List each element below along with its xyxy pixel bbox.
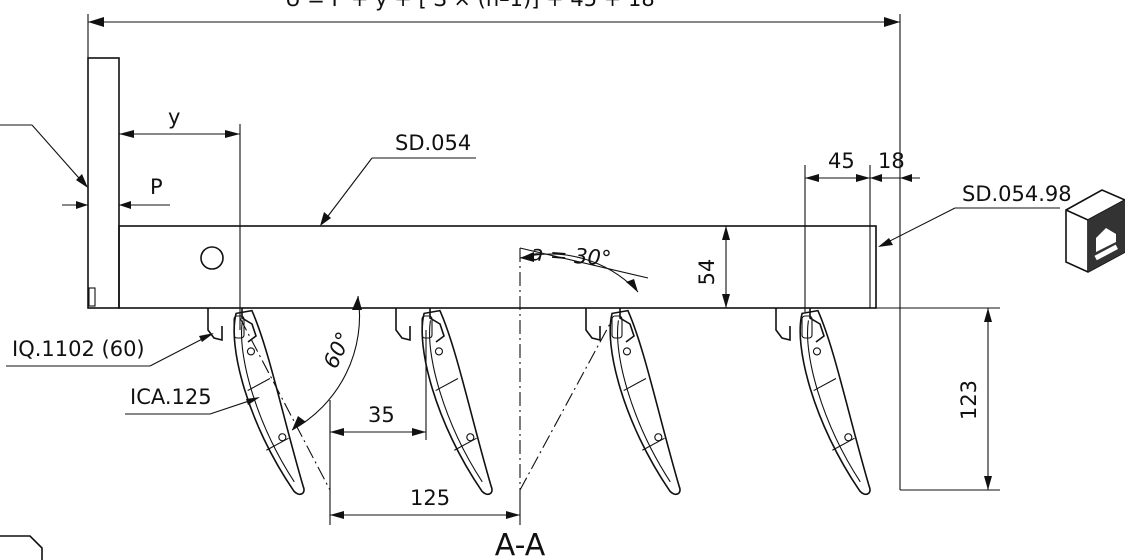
dim-123-label: 123 [957,380,981,420]
sd054-label: SD.054 [395,131,471,155]
angle-a-label: a = 30° [530,241,613,271]
dim-p-label: P [150,175,163,199]
ica125-label: ICA.125 [130,385,212,409]
dim-35-label: 35 [368,403,395,427]
angle-60-label: 60° [319,328,356,372]
iq1102-label: IQ.1102 (60) [12,337,145,361]
main-beam [118,225,877,309]
dim-y-label: y [168,105,180,129]
end-cap-product-icon [1065,189,1125,273]
dim-18-label: 18 [878,149,905,173]
dim-125-label: 125 [410,486,450,510]
overall-formula-label: U = P + y + [ S × (n–1)] + 45 + 18 [285,0,655,11]
dim-45-label: 45 [828,149,855,173]
sd05498-label: SD.054.98 [962,182,1072,206]
vertical-post [87,57,120,309]
dim-54-label: 54 [695,259,719,286]
section-label: A-A [495,528,546,560]
